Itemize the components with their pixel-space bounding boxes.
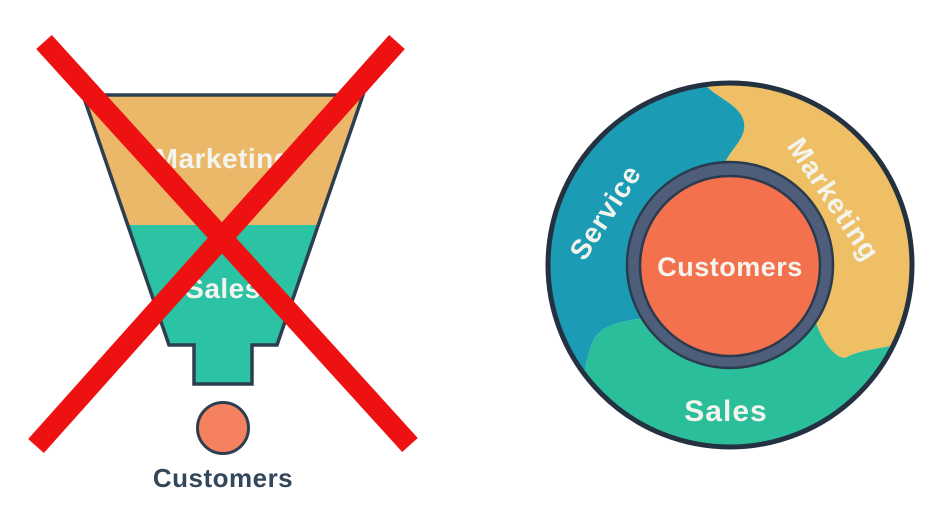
flywheel-marketing-segment xyxy=(704,82,913,358)
red-cross-stroke-2 xyxy=(28,35,405,453)
funnel-marketing-stage xyxy=(83,95,363,225)
funnel-customers-label: Customers xyxy=(153,463,293,493)
red-cross-mark xyxy=(28,34,418,453)
funnel-diagram: Marketing Sales Customers xyxy=(28,34,418,493)
funnel-customer-dot xyxy=(196,401,250,455)
flywheel-diagram: Service Marketing Sales Customers xyxy=(545,80,915,450)
flywheel-center-circle xyxy=(638,174,822,358)
flywheel-sales-segment xyxy=(584,313,895,448)
flywheel-sales-label: Sales xyxy=(684,395,767,428)
funnel-outline xyxy=(80,93,366,386)
flywheel-customers-label: Customers xyxy=(657,252,803,282)
flywheel-service-segment xyxy=(547,84,745,375)
flywheel-outer-border xyxy=(545,80,915,450)
funnel-marketing-label: Marketing xyxy=(155,143,292,174)
